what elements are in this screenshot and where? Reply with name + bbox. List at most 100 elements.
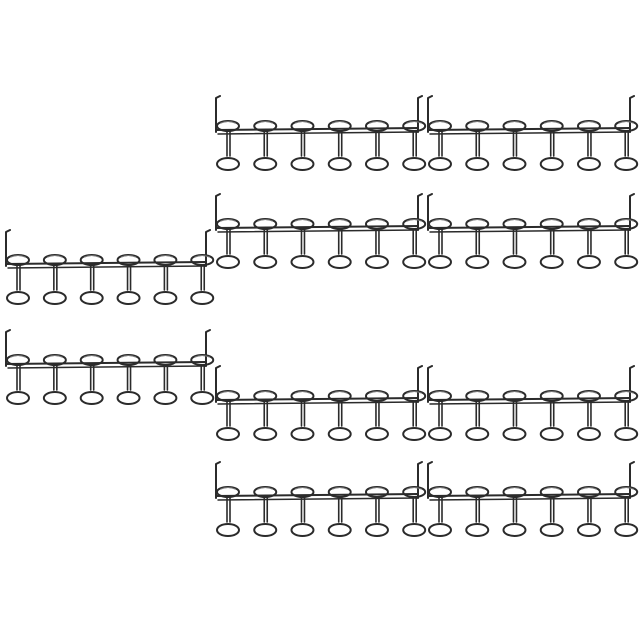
rack-bar-front <box>427 127 631 131</box>
rack-bar-back <box>429 229 631 233</box>
wire-rack-right-3 <box>424 362 639 448</box>
holder-loop <box>428 390 452 441</box>
holder-loop <box>327 486 352 537</box>
holder-loop <box>253 218 278 269</box>
wire-rack-left-1 <box>2 226 215 312</box>
wire-rack-drawing <box>215 193 427 269</box>
rack-bar-front <box>427 225 631 229</box>
rack-bar-back <box>429 131 631 135</box>
holder-loop <box>364 120 389 171</box>
holder-loop <box>402 486 427 537</box>
holder-loop <box>327 390 352 441</box>
peg-hook-left <box>215 95 221 133</box>
peg-hook-right <box>205 329 211 367</box>
holder-loop <box>502 218 527 269</box>
peg-hook-right <box>417 365 423 403</box>
holder-loop <box>216 486 240 537</box>
peg-hook-left <box>215 365 221 403</box>
holder-loop <box>116 354 141 405</box>
holder-loop <box>614 218 639 269</box>
holder-loop <box>614 120 639 171</box>
rack-bar-back <box>217 229 419 233</box>
holder-loop <box>42 254 67 305</box>
wire-rack-drawing <box>427 461 639 537</box>
peg-hook-left <box>427 95 433 133</box>
holder-loop <box>6 354 30 405</box>
holder-loop <box>253 486 278 537</box>
holder-loop <box>216 390 240 441</box>
holder-loop <box>402 390 427 441</box>
holder-loop <box>116 254 141 305</box>
holder-loop <box>539 120 564 171</box>
holder-loop <box>428 120 452 171</box>
holder-loop <box>79 354 104 405</box>
holder-loop <box>327 218 352 269</box>
holder-loop <box>428 486 452 537</box>
peg-hook-right <box>417 193 423 231</box>
holder-loop <box>614 390 639 441</box>
wire-rack-left-2 <box>2 326 215 412</box>
holder-loop <box>465 390 490 441</box>
rack-bar-front <box>427 397 631 401</box>
holder-loop <box>465 120 490 171</box>
wire-rack-drawing <box>427 193 639 269</box>
holder-loop <box>364 486 389 537</box>
wire-rack-drawing <box>427 95 639 171</box>
peg-hook-left <box>427 193 433 231</box>
holder-loop <box>465 218 490 269</box>
holder-loop <box>364 218 389 269</box>
wire-rack-middle-4 <box>212 458 427 544</box>
holder-loop <box>576 218 601 269</box>
holder-loop <box>190 354 215 405</box>
holder-loop <box>502 390 527 441</box>
peg-hook-left <box>427 461 433 499</box>
holder-loop <box>253 120 278 171</box>
rack-bar-back <box>7 265 207 269</box>
holder-loop <box>153 354 178 405</box>
rack-bar-back <box>217 497 419 501</box>
holder-loop <box>502 120 527 171</box>
holder-loop <box>290 120 315 171</box>
holder-loop <box>79 254 104 305</box>
holder-loop <box>614 486 639 537</box>
peg-hook-right <box>417 95 423 133</box>
peg-hook-right <box>629 95 635 133</box>
peg-hook-right <box>629 193 635 231</box>
holder-loop <box>42 354 67 405</box>
wire-rack-right-1 <box>424 92 639 178</box>
holder-loop <box>290 218 315 269</box>
holder-loop <box>576 390 601 441</box>
peg-hook-right <box>629 461 635 499</box>
peg-hook-left <box>215 193 221 231</box>
holder-loop <box>402 218 427 269</box>
holder-loop <box>290 390 315 441</box>
holder-loop <box>402 120 427 171</box>
wire-rack-drawing <box>215 461 427 537</box>
holder-loop <box>428 218 452 269</box>
peg-hook-left <box>5 329 11 367</box>
holder-loop <box>465 486 490 537</box>
peg-hook-left <box>5 229 11 267</box>
rack-bar-front <box>5 361 207 365</box>
holder-loop <box>290 486 315 537</box>
rack-bar-back <box>429 497 631 501</box>
wire-rack-drawing <box>5 329 215 405</box>
wire-rack-right-2 <box>424 190 639 276</box>
rack-bar-front <box>5 261 207 265</box>
rack-bar-front <box>215 225 419 229</box>
holder-loop <box>576 120 601 171</box>
holder-loop <box>216 218 240 269</box>
wire-rack-drawing <box>215 95 427 171</box>
peg-hook-left <box>427 365 433 403</box>
rack-bar-front <box>215 127 419 131</box>
holder-loop <box>327 120 352 171</box>
peg-hook-left <box>215 461 221 499</box>
holder-loop <box>576 486 601 537</box>
holder-loop <box>539 486 564 537</box>
rack-bar-front <box>215 397 419 401</box>
holder-loop <box>153 254 178 305</box>
wire-rack-middle-1 <box>212 92 427 178</box>
rack-bar-back <box>217 401 419 405</box>
rack-bar-back <box>7 365 207 369</box>
peg-hook-right <box>417 461 423 499</box>
